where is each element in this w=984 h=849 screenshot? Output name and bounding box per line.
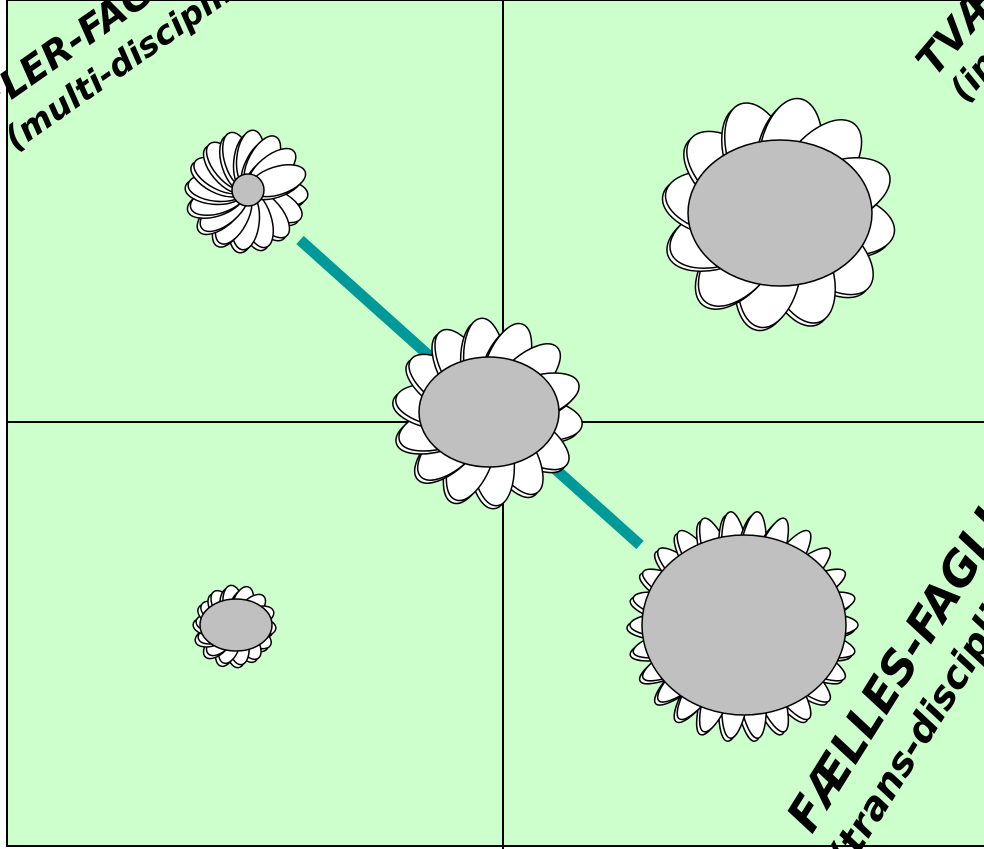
flower-center-center [419, 357, 559, 467]
flower-bottom-left-center [200, 599, 272, 651]
flower-top-left-center [232, 174, 264, 206]
flower-bottom-right-center [642, 535, 846, 715]
flower-top-right-center [688, 140, 872, 286]
